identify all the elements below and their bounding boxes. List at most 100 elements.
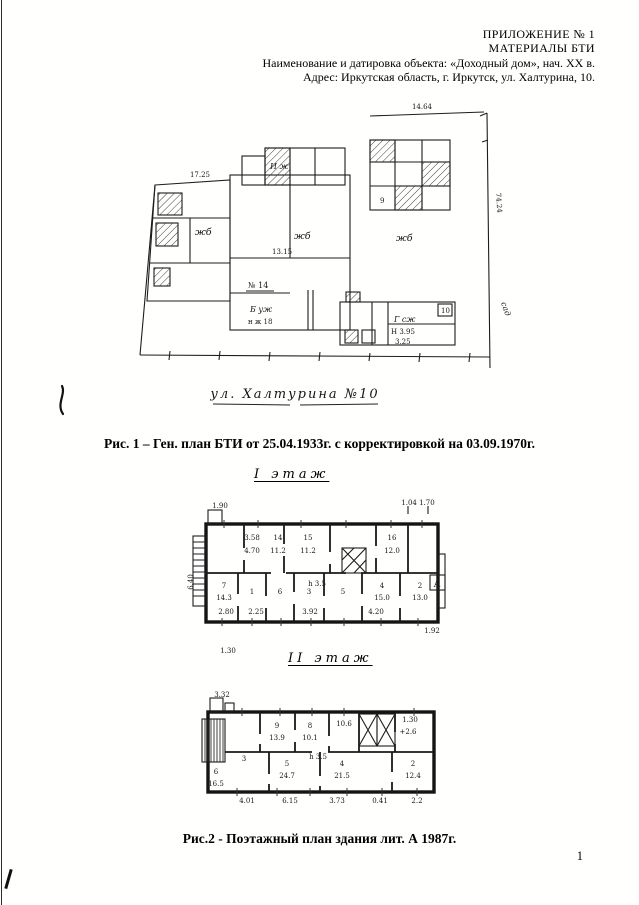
pen-stroke-artifact bbox=[59, 384, 65, 416]
room-number-label: 9 bbox=[275, 722, 279, 730]
dimension-text: 74.24 bbox=[494, 193, 503, 214]
floor1-annotations: 1.90 1.04 1.70 6.40 3.58 4.70 14 11.2 15… bbox=[187, 499, 441, 655]
dimension-text: 10.6 bbox=[336, 720, 352, 728]
floor1-window-ticks bbox=[221, 520, 423, 626]
floor2-label: II этаж bbox=[288, 651, 373, 666]
floor2-stairs bbox=[358, 713, 396, 747]
floor2-window-ticks bbox=[236, 708, 418, 796]
floor2-plan-drawing: 3.32 9 13.9 8 10.1 10.6 +2.6 1.30 h 3.5 … bbox=[201, 691, 436, 805]
floor1-partitions bbox=[206, 524, 438, 622]
building-letter-label: Б уж bbox=[249, 305, 272, 314]
dimension-text: 1.30 bbox=[402, 716, 418, 724]
room-area-label: 14.3 bbox=[216, 594, 232, 602]
room-number-label: 5 bbox=[341, 588, 345, 596]
room-number-label: 4 bbox=[380, 582, 385, 590]
dimension-text: 1.90 bbox=[212, 502, 228, 510]
room-area-label: 12.4 bbox=[405, 772, 421, 780]
room-area-label: 10.1 bbox=[302, 734, 318, 742]
top-right-building-block bbox=[369, 139, 451, 211]
dimension-text: 0.41 bbox=[372, 797, 388, 805]
object-address-line: Адрес: Иркутская область, г. Иркутск, ул… bbox=[302, 69, 595, 84]
room-number-label: 15 bbox=[304, 534, 313, 542]
street-label-group: ул. Халтурина №10 bbox=[209, 387, 379, 406]
room-number-label: 9 bbox=[380, 197, 384, 205]
building-letter-label: н ж 18 bbox=[248, 318, 272, 326]
dimension-text: 2.80 bbox=[218, 608, 234, 616]
dimension-text: 6.15 bbox=[282, 797, 298, 805]
scan-mark-artifact bbox=[4, 868, 13, 890]
dimension-text: 1.04 1.70 bbox=[401, 499, 434, 507]
room-area-label: 11.2 bbox=[300, 547, 316, 555]
room-area-label: 11.2 bbox=[270, 547, 286, 555]
dimension-text: 14.64 bbox=[412, 103, 433, 111]
dimension-text: 2.2 bbox=[411, 797, 422, 805]
building-letter-label: жб bbox=[396, 233, 413, 244]
dimension-text: 3.58 bbox=[244, 534, 260, 542]
dimension-text: 6.40 bbox=[187, 574, 195, 590]
dimension-text: 2.25 bbox=[248, 608, 264, 616]
house-number-label: № 14 bbox=[248, 281, 268, 290]
site-boundary bbox=[139, 111, 491, 369]
room-area-label: 24.7 bbox=[279, 772, 295, 780]
dimension-text: 13.15 bbox=[272, 248, 292, 256]
gen-plan-annotations: 17.25 14.64 74.24 И ж жб жб жб № 14 13.1… bbox=[190, 103, 513, 346]
room-area-label: 15.0 bbox=[374, 594, 390, 602]
room-number-label: 7 bbox=[222, 582, 226, 590]
room-number-label: 6 bbox=[214, 768, 219, 776]
dimension-text: Н 3.95 bbox=[391, 328, 415, 336]
room-number-label: 14 bbox=[274, 534, 283, 542]
center-building-block bbox=[229, 147, 376, 344]
dimension-text: 4.20 bbox=[368, 608, 384, 616]
dimension-text: 4.01 bbox=[239, 797, 255, 805]
room-number-label: 4 bbox=[340, 760, 345, 768]
document-header: ПРИЛОЖЕНИЕ № 1 МАТЕРИАЛЫ БТИ Наименовани… bbox=[262, 27, 595, 84]
floor1-label: I этаж bbox=[254, 467, 330, 482]
room-number-label: 6 bbox=[278, 588, 283, 596]
object-name-line: Наименование и датировка объекта: «Доход… bbox=[262, 55, 595, 70]
dimension-text: 1.92 bbox=[424, 627, 440, 635]
dimension-text: 3.32 bbox=[214, 691, 230, 699]
dimension-text: 17.25 bbox=[190, 171, 210, 179]
dimension-text: 1.30 bbox=[220, 647, 236, 655]
room-area-label: 21.5 bbox=[334, 772, 350, 780]
floor1-stairs bbox=[341, 547, 367, 574]
floor2-annotations: 3.32 9 13.9 8 10.1 10.6 +2.6 1.30 h 3.5 … bbox=[208, 691, 422, 805]
room-number-label: 8 bbox=[308, 722, 312, 730]
room-area-label: 13.0 bbox=[412, 594, 428, 602]
house-number-label: 10 bbox=[441, 307, 450, 315]
floor2-partitions bbox=[225, 712, 434, 792]
floor1-litera-box bbox=[429, 574, 446, 591]
room-number-label: 1 bbox=[250, 588, 254, 596]
building-letter-label: И ж bbox=[269, 162, 289, 171]
dimension-text: 3.25 bbox=[395, 338, 411, 346]
room-area-label: 12.0 bbox=[384, 547, 400, 555]
room-area-label: 16.5 bbox=[208, 780, 224, 788]
building-letter-label: Г сж bbox=[393, 315, 415, 324]
room-area-label: 13.9 bbox=[269, 734, 285, 742]
page-number: 1 bbox=[576, 849, 583, 863]
elevation-label: +2.6 bbox=[400, 728, 418, 736]
dimension-text: 3.73 bbox=[329, 797, 345, 805]
figure2-caption: Рис.2 - Поэтажный план здания лит. А 198… bbox=[182, 831, 457, 846]
scan-edge-artifact bbox=[1, 0, 2, 905]
room-number-label: 5 bbox=[285, 760, 289, 768]
height-label: h 3.5 bbox=[308, 580, 326, 588]
street-name-label: ул. Халтурина №10 bbox=[209, 387, 379, 402]
litera-label: А bbox=[434, 580, 441, 590]
street-underline bbox=[212, 403, 379, 406]
dimension-text: 3.92 bbox=[302, 608, 318, 616]
materials-label: МАТЕРИАЛЫ БТИ bbox=[488, 41, 595, 56]
room-number-label: 16 bbox=[388, 534, 397, 542]
room-number-label: 3 bbox=[307, 588, 311, 596]
floor2-annexes bbox=[201, 697, 235, 763]
garden-label: сад bbox=[499, 301, 512, 318]
floor1-plan-drawing: 1.90 1.04 1.70 6.40 3.58 4.70 14 11.2 15… bbox=[187, 499, 446, 655]
height-label: h 3.5 bbox=[309, 753, 327, 761]
room-number-label: 2 bbox=[418, 582, 422, 590]
building-letter-label: жб bbox=[294, 231, 311, 242]
room-number-label: 2 bbox=[411, 760, 415, 768]
general-plan-drawing: 17.25 14.64 74.24 И ж жб жб жб № 14 13.1… bbox=[59, 103, 513, 416]
left-building-block bbox=[146, 179, 231, 302]
appendix-number: ПРИЛОЖЕНИЕ № 1 bbox=[482, 27, 595, 41]
